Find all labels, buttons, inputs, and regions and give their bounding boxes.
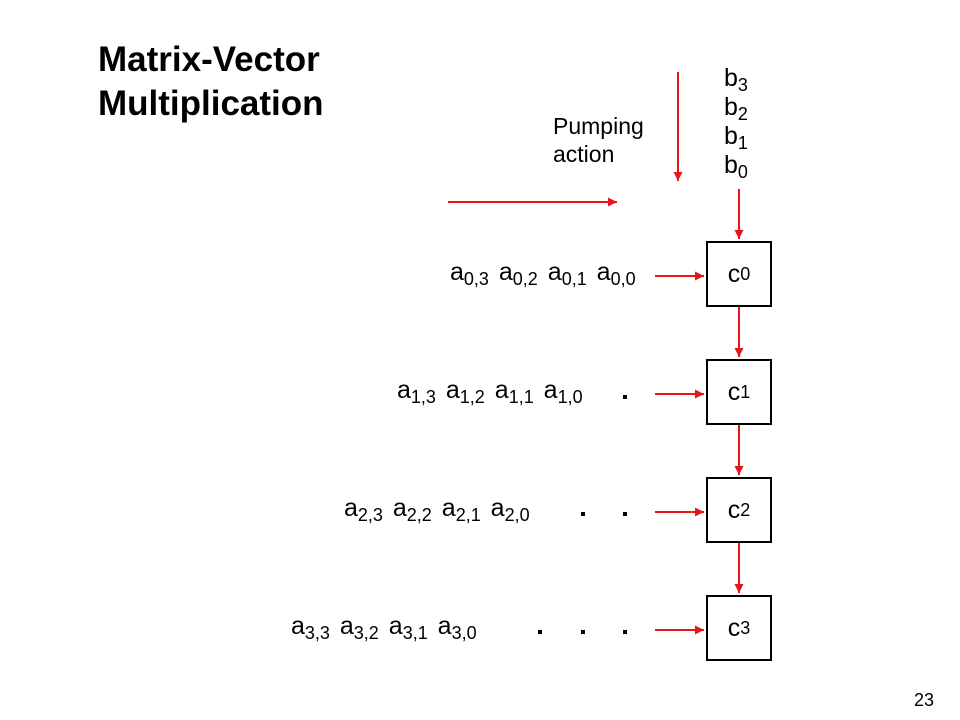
delay-dot — [581, 512, 585, 516]
slide-title: Matrix-Vector Multiplication — [98, 38, 324, 126]
b-element: b2 — [724, 93, 748, 125]
slide-title-line2: Multiplication — [98, 84, 324, 123]
matrix-row-2: a2,3 a2,2 a2,1 a2,0 — [344, 494, 530, 526]
b-element: b0 — [724, 151, 748, 183]
delay-dot — [623, 630, 627, 634]
b-element: b3 — [724, 64, 748, 96]
pumping-label-line1: Pumping — [553, 113, 644, 139]
delay-dot — [538, 630, 542, 634]
slide-title-line1: Matrix-Vector — [98, 40, 320, 79]
matrix-row-3: a3,3 a3,2 a3,1 a3,0 — [291, 612, 477, 644]
delay-dot — [623, 512, 627, 516]
matrix-row-0: a0,3 a0,2 a0,1 a0,0 — [450, 258, 636, 290]
delay-dot — [581, 630, 585, 634]
pumping-label-line2: action — [553, 141, 615, 167]
page-number: 23 — [913, 690, 934, 710]
b-element: b1 — [724, 122, 748, 154]
b-vector-stack: b3 b2 b1 b0 — [724, 64, 748, 183]
delay-dot — [623, 395, 627, 399]
pumping-action-label: Pumping action — [553, 112, 644, 168]
matrix-row-1: a1,3 a1,2 a1,1 a1,0 — [397, 376, 583, 408]
